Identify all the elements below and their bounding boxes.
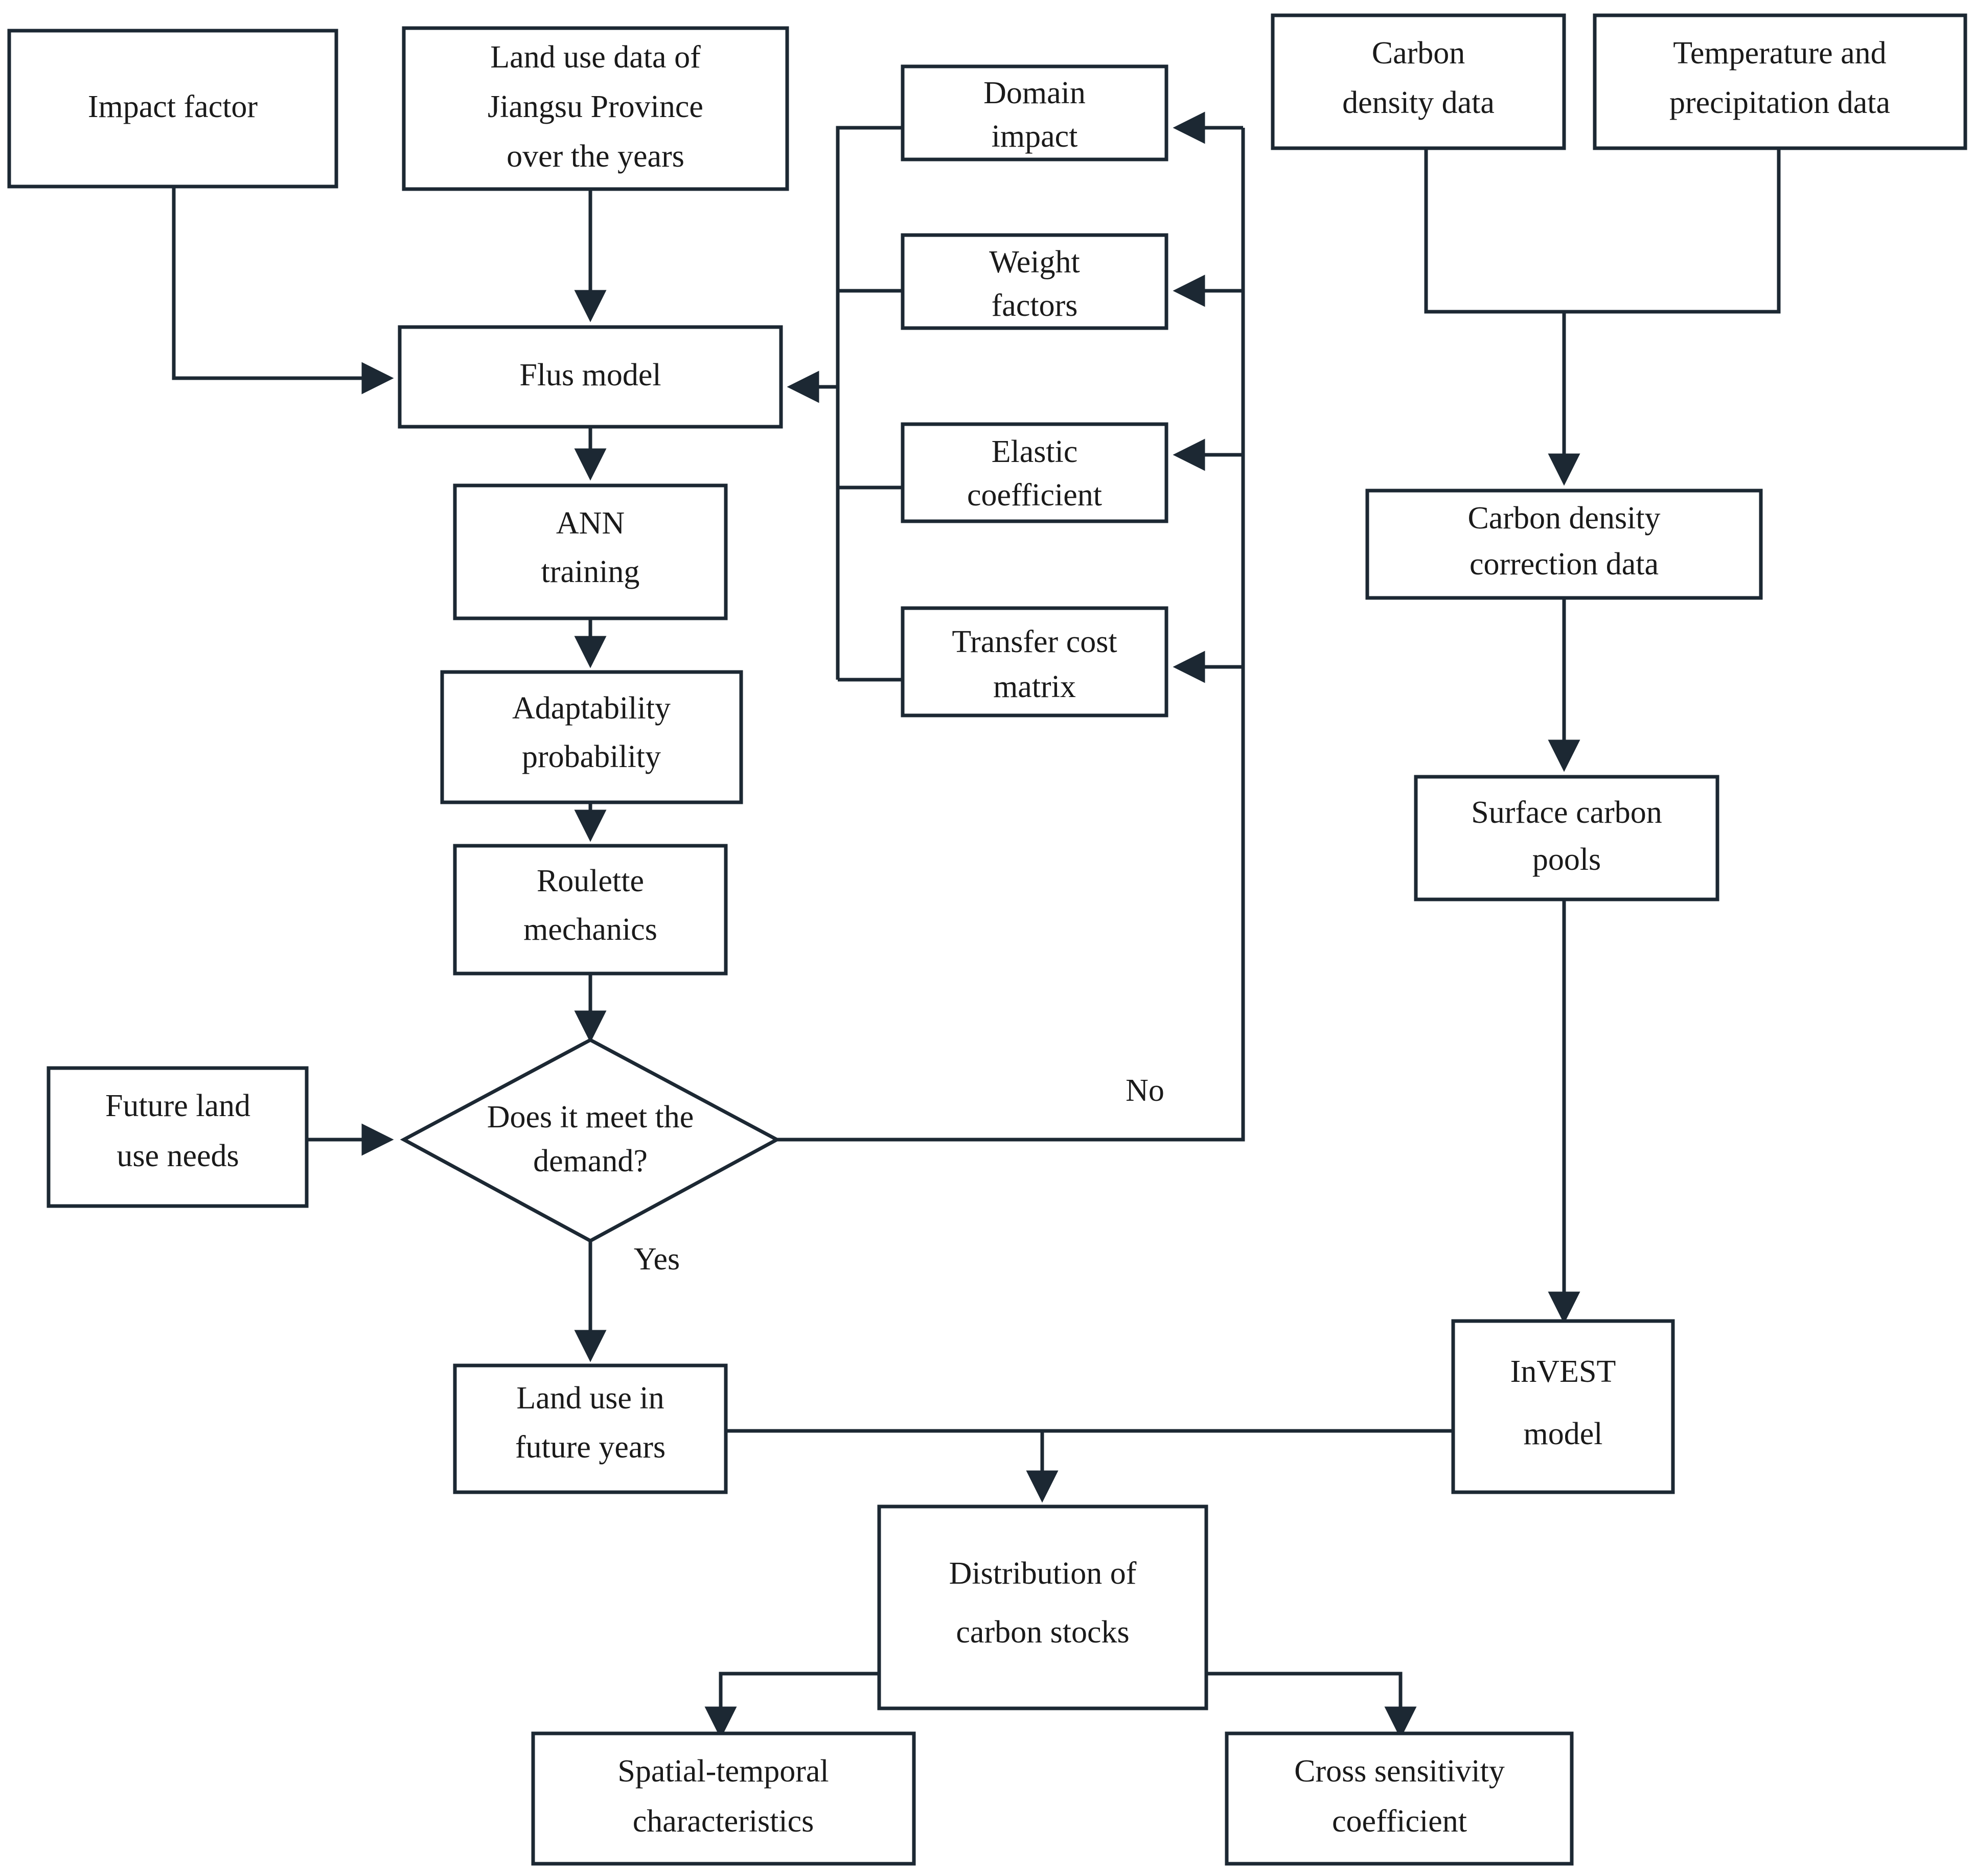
node-impact-factor[interactable]: Impact factor: [7, 29, 338, 189]
node-spatial-temporal-line1: Spatial-temporal: [617, 1754, 829, 1789]
node-carbon-density-correction-line1: Carbon density: [1467, 501, 1660, 536]
node-cross-sensitivity-line2: coefficient: [1332, 1804, 1467, 1839]
node-temperature-precipitation-line1: Temperature and: [1673, 36, 1886, 71]
node-land-use-data[interactable]: Land use data of Jiangsu Province over t…: [402, 26, 789, 191]
node-invest-model[interactable]: InVEST model: [1451, 1319, 1675, 1494]
node-land-use-future-line1: Land use in: [516, 1381, 664, 1416]
node-roulette-line2: mechanics: [523, 912, 657, 947]
node-land-use-future-line2: future years: [515, 1430, 665, 1465]
node-carbon-density-data-line1: Carbon: [1372, 36, 1465, 71]
node-ann-training-line2: training: [541, 554, 640, 589]
node-land-use-future-years[interactable]: Land use in future years: [453, 1363, 728, 1494]
edge-decision-no-feedback: [777, 128, 1245, 1142]
node-adaptability-line1: Adaptability: [512, 691, 671, 726]
node-decision-line1: Does it meet the: [487, 1100, 694, 1134]
node-surface-carbon-pools-line2: pools: [1532, 842, 1601, 877]
node-future-land-use-line1: Future land: [105, 1088, 250, 1123]
node-weight-factors-line2: factors: [992, 288, 1078, 323]
node-temperature-precipitation-line2: precipitation data: [1669, 85, 1890, 120]
node-ann-training-line1: ANN: [556, 506, 625, 541]
node-elastic-coefficient[interactable]: Elastic coefficient: [901, 422, 1168, 523]
node-spatial-temporal-line2: characteristics: [633, 1804, 814, 1839]
node-distribution-line2: carbon stocks: [956, 1615, 1129, 1650]
node-carbon-density-data[interactable]: Carbon density data: [1271, 13, 1566, 150]
node-temperature-precipitation-data[interactable]: Temperature and precipitation data: [1593, 13, 1967, 150]
node-future-land-use-line2: use needs: [117, 1139, 239, 1173]
node-elastic-coefficient-line2: coefficient: [967, 478, 1102, 513]
node-transfer-cost-matrix[interactable]: Transfer cost matrix: [901, 606, 1168, 717]
edge-carbon-density-and-temp-merge: [1424, 148, 1781, 314]
node-distribution-line1: Distribution of: [949, 1556, 1137, 1591]
node-adaptability-probability[interactable]: Adaptability probability: [440, 670, 743, 804]
node-spatial-temporal-characteristics[interactable]: Spatial-temporal characteristics: [531, 1731, 916, 1866]
node-cross-sensitivity-line1: Cross sensitivity: [1294, 1754, 1505, 1789]
node-flus-model[interactable]: Flus model: [398, 325, 783, 429]
node-roulette-line1: Roulette: [537, 864, 644, 898]
node-elastic-coefficient-line1: Elastic: [992, 434, 1078, 469]
edge-label-no: No: [1126, 1073, 1164, 1108]
node-surface-carbon-pools[interactable]: Surface carbon pools: [1414, 775, 1719, 901]
node-ann-training[interactable]: ANN training: [453, 483, 728, 620]
node-adaptability-line2: probability: [522, 739, 661, 774]
node-invest-model-line1: InVEST: [1510, 1354, 1616, 1389]
node-flus-model-label: Flus model: [519, 358, 661, 392]
node-decision-line2: demand?: [533, 1144, 648, 1178]
node-carbon-density-correction-line2: correction data: [1470, 547, 1659, 582]
node-land-use-data-line2: Jiangsu Province: [488, 89, 703, 124]
node-weight-factors[interactable]: Weight factors: [901, 233, 1168, 330]
node-weight-factors-line1: Weight: [989, 245, 1080, 280]
node-transfer-cost-matrix-line1: Transfer cost: [952, 624, 1117, 659]
node-domain-impact-line2: impact: [992, 119, 1078, 154]
node-transfer-cost-matrix-line2: matrix: [993, 669, 1076, 704]
node-decision-meet-demand[interactable]: Does it meet the demand?: [400, 1038, 781, 1243]
node-domain-impact[interactable]: Domain impact: [901, 64, 1168, 161]
node-land-use-data-line3: over the years: [507, 139, 684, 174]
node-carbon-density-correction-data[interactable]: Carbon density correction data: [1365, 489, 1763, 600]
edge-label-yes: Yes: [634, 1242, 680, 1277]
node-carbon-density-data-line2: density data: [1342, 85, 1495, 120]
node-cross-sensitivity-coefficient[interactable]: Cross sensitivity coefficient: [1225, 1731, 1574, 1866]
node-land-use-data-line1: Land use data of: [490, 40, 701, 75]
edge-domain-impact-to-bus: [836, 126, 903, 680]
node-distribution-carbon-stocks[interactable]: Distribution of carbon stocks: [877, 1504, 1208, 1710]
node-impact-factor-label: Impact factor: [88, 89, 258, 124]
edge-impact-factor-to-flus-model: [172, 187, 394, 395]
node-future-land-use-needs[interactable]: Future land use needs: [47, 1066, 309, 1208]
node-invest-model-line2: model: [1524, 1417, 1603, 1451]
node-domain-impact-line1: Domain: [983, 76, 1086, 110]
node-roulette-mechanics[interactable]: Roulette mechanics: [453, 844, 728, 976]
node-surface-carbon-pools-line1: Surface carbon: [1471, 795, 1662, 830]
